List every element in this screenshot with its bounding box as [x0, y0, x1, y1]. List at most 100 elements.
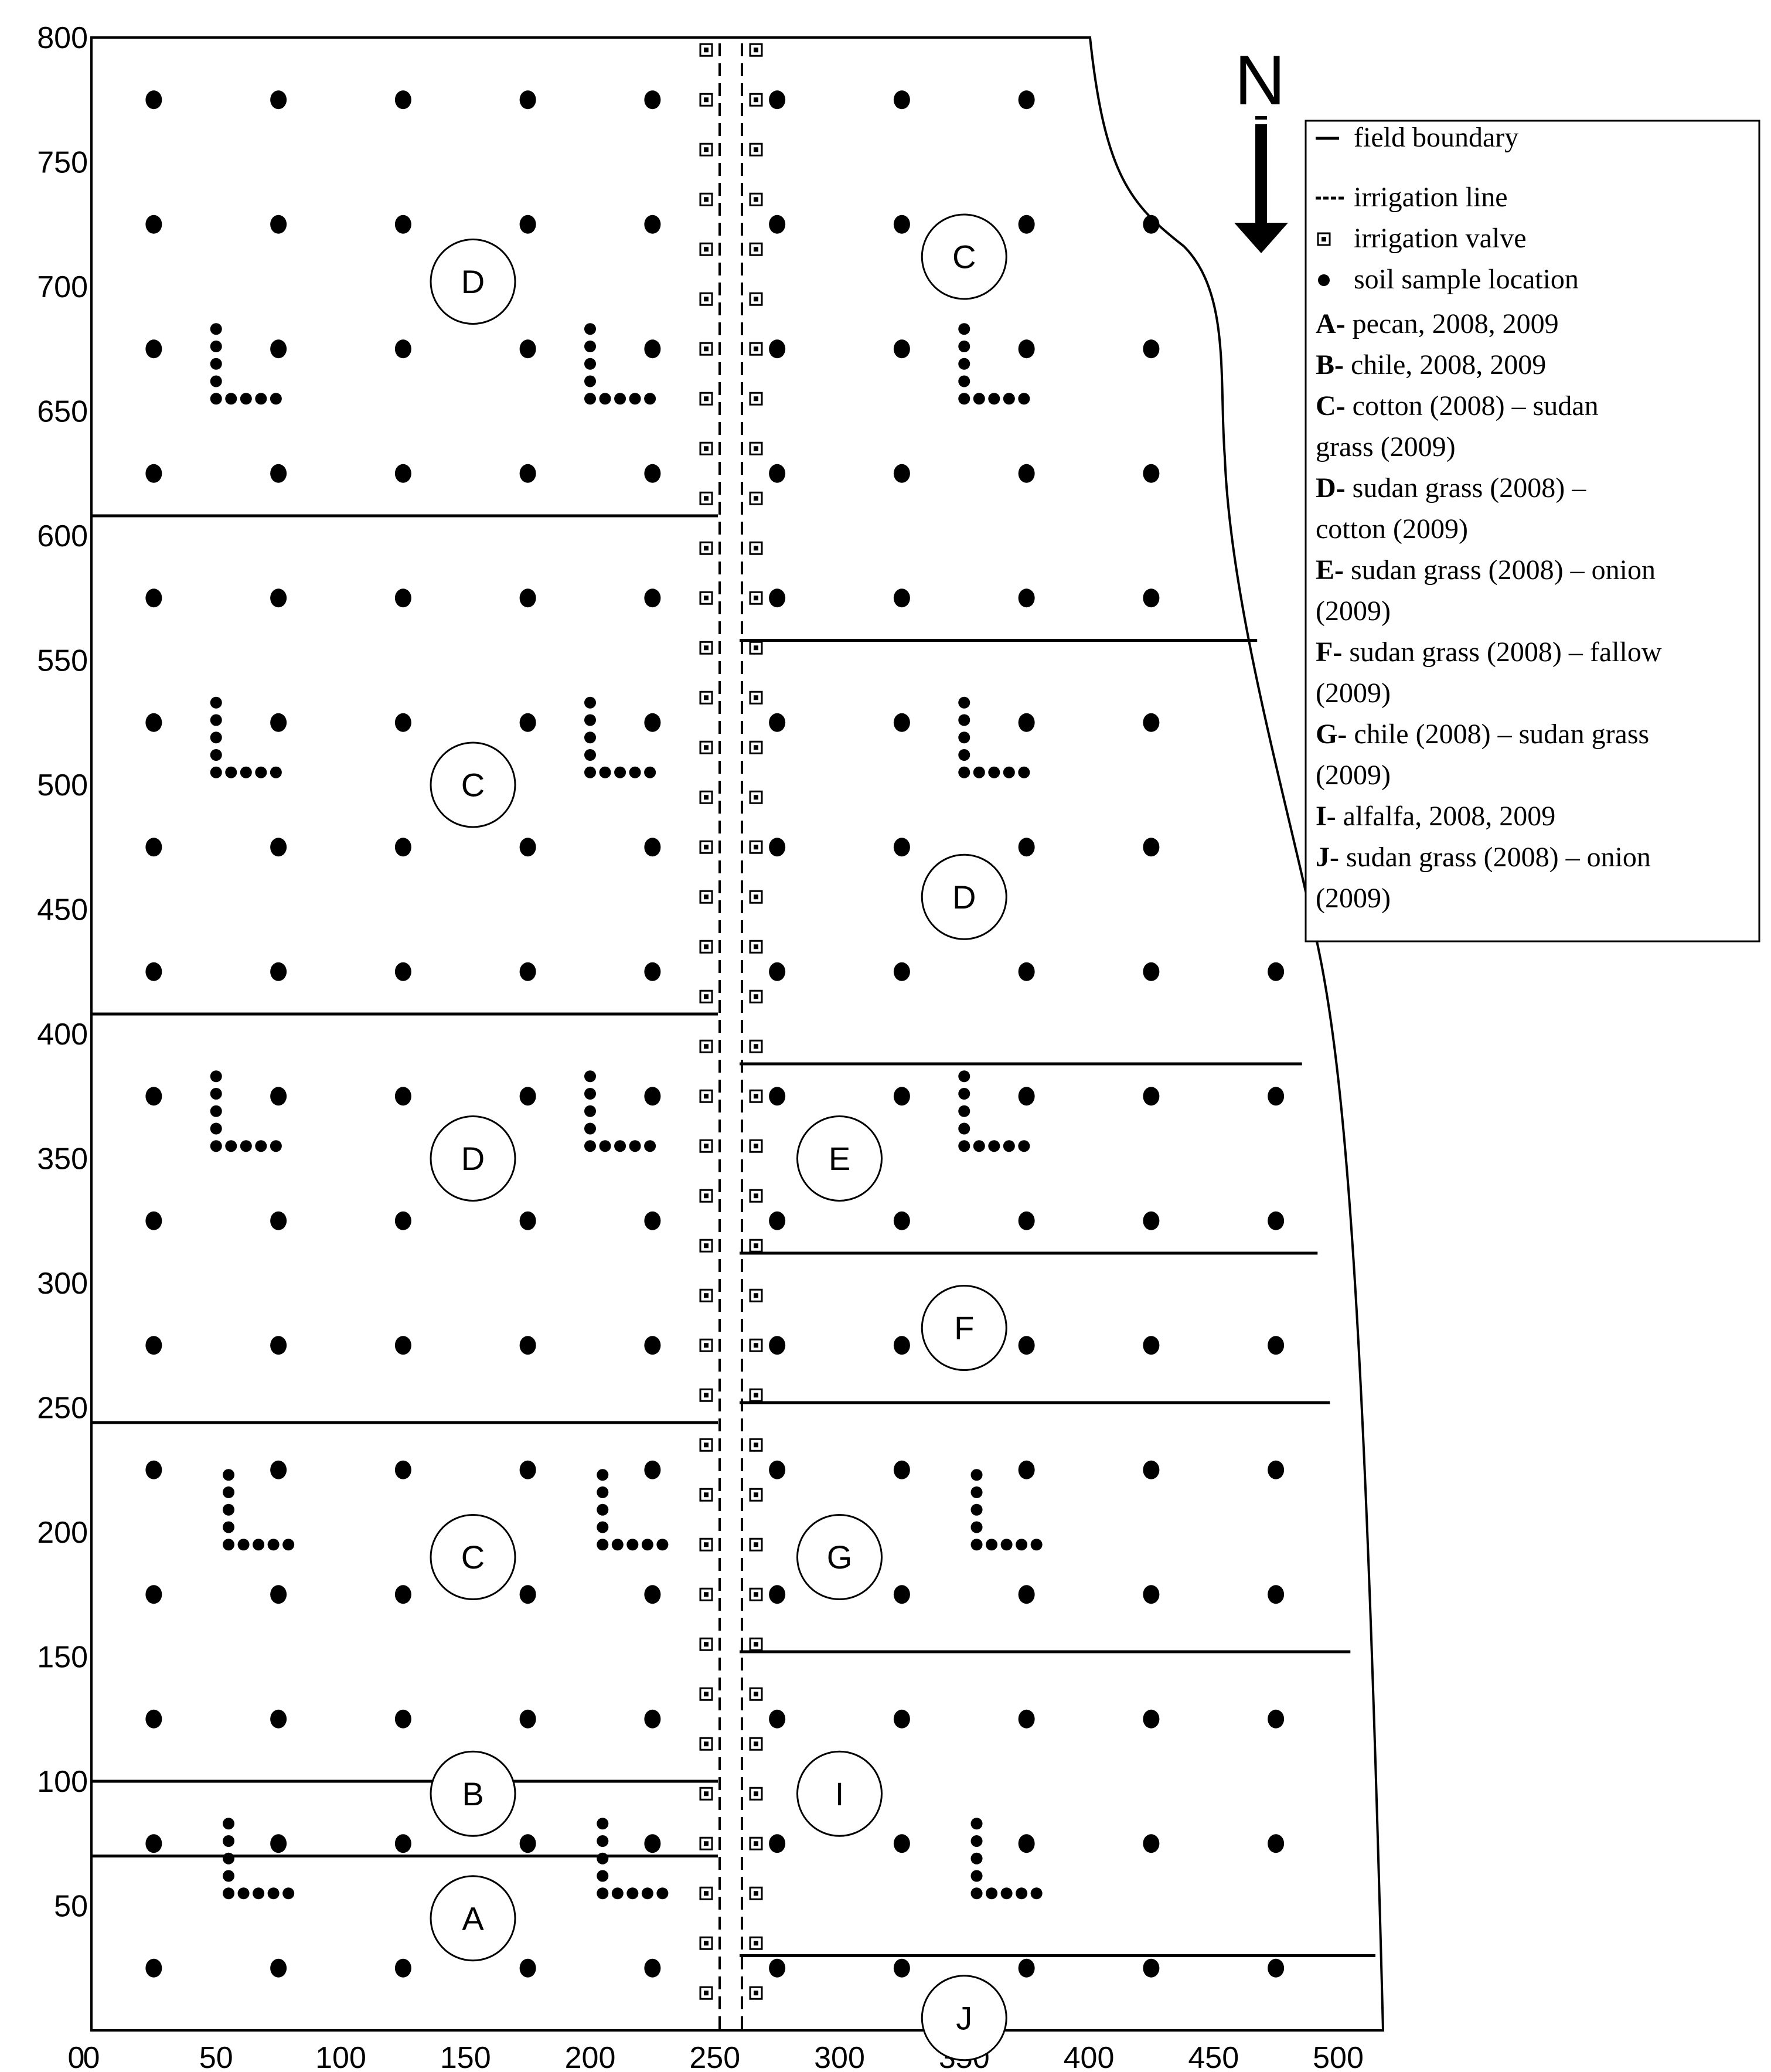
valve-core — [754, 1393, 758, 1398]
soil-sample-point — [223, 1469, 235, 1481]
soil-sample-point — [769, 1460, 786, 1479]
soil-sample-l-cluster — [970, 1469, 1043, 1551]
irrigation-valve-icon — [749, 1936, 763, 1950]
soil-sample-point — [210, 1070, 222, 1083]
valve-core — [754, 446, 758, 451]
valve-core — [754, 1094, 758, 1099]
soil-sample-l-cluster — [958, 696, 1030, 778]
soil-sample-point — [1143, 1834, 1160, 1853]
soil-sample-point — [1143, 713, 1160, 732]
soil-sample-point — [267, 1539, 280, 1551]
soil-sample-point — [597, 1835, 609, 1847]
soil-sample-point — [629, 393, 641, 405]
irrigation-valve-icon — [699, 1239, 713, 1253]
soil-sample-point — [253, 1887, 265, 1900]
soil-sample-point — [597, 1486, 609, 1498]
soil-sample-point — [394, 90, 411, 110]
soil-sample-point — [210, 323, 222, 335]
valve-core — [704, 1144, 709, 1149]
soil-sample-point — [210, 766, 222, 778]
plot-label-f: F — [921, 1285, 1007, 1371]
soil-sample-point — [519, 1585, 536, 1604]
valve-core — [704, 1642, 709, 1647]
legend-crop-line: A- pecan, 2008, 2009 — [1316, 308, 1559, 339]
x-tick-label: 0 — [83, 2041, 100, 2072]
soil-sample-point — [1018, 1336, 1035, 1355]
legend-crop-text: sudan grass (2008) – onion — [1344, 554, 1656, 586]
legend-crop-line: (2009) — [1316, 883, 1391, 914]
soil-sample-point — [644, 962, 661, 981]
plot-label-circle — [430, 239, 516, 325]
soil-sample-point — [519, 215, 536, 234]
soil-sample-point — [210, 696, 222, 709]
irrigation-valve-icon — [699, 1438, 713, 1452]
irrigation-valve-icon — [749, 1537, 763, 1552]
irrigation-valve-icon — [749, 142, 763, 156]
valve-core — [754, 994, 758, 999]
valve-core — [754, 1044, 758, 1049]
soil-sample-point — [769, 1336, 786, 1355]
soil-sample-point — [644, 339, 661, 359]
irrigation-valve-icon — [699, 292, 713, 306]
legend-crop-key: C- — [1316, 390, 1346, 421]
field-division-lines — [91, 514, 1375, 1957]
soil-sample-point — [210, 358, 222, 370]
soil-sample-point — [584, 1105, 596, 1117]
plot-label-c: C — [430, 1514, 516, 1600]
plot-label-text: J — [956, 1999, 972, 2036]
soil-sample-point — [769, 464, 786, 483]
irrigation-valve-icon — [699, 192, 713, 206]
irrigation-valve-icon — [749, 1488, 763, 1502]
irrigation-valve-icon — [749, 1139, 763, 1153]
legend-crop-entry: A- pecan, 2008, 2009 — [1316, 308, 1559, 339]
irrigation-valve-icon — [699, 1488, 713, 1502]
soil-sample-point — [1268, 1460, 1285, 1479]
y-tick-label: 500 — [37, 768, 88, 802]
legend-crop-line: grass (2009) — [1316, 431, 1456, 462]
soil-sample-point — [597, 1852, 609, 1865]
irrigation-valve-icon — [749, 591, 763, 605]
soil-sample-point — [644, 1211, 661, 1230]
soil-sample-point — [145, 962, 162, 981]
soil-sample-point — [270, 838, 287, 857]
irrigation-valve-icon — [749, 1836, 763, 1850]
valve-core — [704, 596, 709, 601]
soil-sample-point — [1016, 1887, 1028, 1900]
soil-sample-point — [282, 1539, 295, 1551]
plot-label-circle — [921, 1975, 1007, 2061]
irrigation-valve-icon — [749, 1288, 763, 1302]
soil-sample-point — [584, 1140, 596, 1152]
soil-sample-point — [769, 1087, 786, 1106]
valve-core — [754, 546, 758, 551]
soil-sample-l-cluster — [584, 696, 656, 778]
valve-core — [704, 446, 709, 451]
soil-sample-point — [1018, 90, 1035, 110]
soil-sample-point — [1000, 1887, 1013, 1900]
irrigation-valve-icon — [749, 890, 763, 904]
valve-core — [704, 1044, 709, 1049]
legend-crop-text: alfalfa, 2008, 2009 — [1336, 801, 1556, 832]
valve-core — [704, 1841, 709, 1846]
y-tick-label: 150 — [37, 1641, 88, 1675]
soil-sample-point — [644, 1709, 661, 1729]
legend-crop-entry: D- sudan grass (2008) –cotton (2009) — [1316, 472, 1586, 545]
valve-core — [754, 1991, 758, 1996]
irrigation-valve-icon — [699, 641, 713, 655]
plot-label-text: A — [462, 1900, 484, 1937]
soil-sample-point — [1268, 1958, 1285, 1978]
valve-core — [704, 147, 709, 152]
soil-sample-point — [970, 1852, 983, 1865]
soil-sample-point — [584, 393, 596, 405]
irrigation-valve-icon — [749, 1239, 763, 1253]
soil-sample-point — [1143, 1087, 1160, 1106]
irrigation-valve-icon — [699, 541, 713, 555]
valve-core — [754, 297, 758, 302]
irrigation-valve-icon — [699, 342, 713, 356]
soil-sample-point — [958, 375, 970, 387]
soil-sample-point — [769, 339, 786, 359]
soil-sample-point — [519, 588, 536, 608]
soil-sample-point — [270, 1958, 287, 1978]
y-tick-label: 550 — [37, 644, 88, 678]
soil-sample-point — [145, 1834, 162, 1853]
soil-sample-point — [1016, 1539, 1028, 1551]
